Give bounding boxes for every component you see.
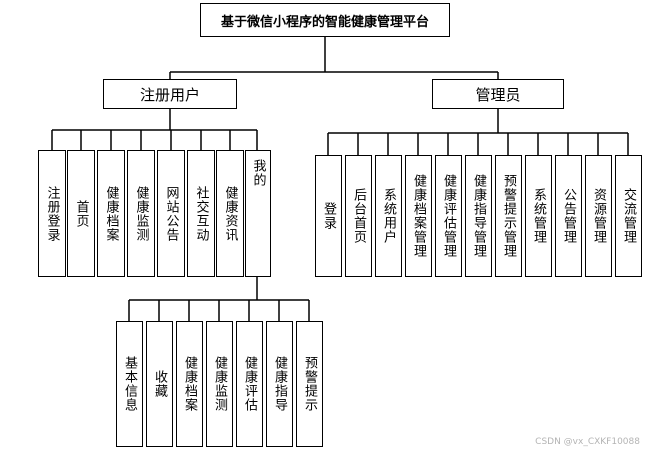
module-node: 健康档案 bbox=[97, 150, 125, 277]
root-title: 基于微信小程序的智能健康管理平台 bbox=[220, 14, 429, 30]
submodule-node: 健康档案 bbox=[176, 321, 203, 447]
module-node: 系统用户 bbox=[375, 155, 402, 277]
module-label: 首页 bbox=[73, 199, 89, 228]
module-node: 交流管理 bbox=[615, 155, 642, 277]
module-label: 预警提示管理 bbox=[501, 174, 516, 258]
module-label: 健康档案 bbox=[103, 185, 119, 242]
module-node: 公告管理 bbox=[555, 155, 582, 277]
module-label: 公告管理 bbox=[561, 188, 576, 244]
group-label: 管理员 bbox=[475, 85, 521, 104]
module-node: 登录 bbox=[315, 155, 342, 277]
module-label: 系统管理 bbox=[531, 188, 546, 244]
module-node: 健康指导管理 bbox=[465, 155, 492, 277]
module-label: 交流管理 bbox=[621, 188, 636, 244]
module-label: 注册登录 bbox=[44, 185, 60, 242]
submodule-node: 健康监测 bbox=[206, 321, 233, 447]
module-node: 我的 bbox=[245, 150, 271, 277]
group-node-admin: 管理员 bbox=[432, 79, 564, 109]
module-label: 我的 bbox=[250, 159, 266, 187]
submodule-node: 健康指导 bbox=[266, 321, 293, 447]
submodule-label: 健康评估 bbox=[242, 356, 257, 412]
submodule-label: 预警提示 bbox=[302, 356, 317, 412]
module-label: 健康评估管理 bbox=[441, 174, 456, 258]
module-node: 健康档案管理 bbox=[405, 155, 432, 277]
module-label: 健康资讯 bbox=[222, 185, 238, 242]
module-node: 预警提示管理 bbox=[495, 155, 522, 277]
watermark-text: CSDN @vx_CXKF10088 bbox=[535, 437, 640, 447]
module-label: 社交互动 bbox=[193, 185, 209, 242]
group-node-registered-user: 注册用户 bbox=[103, 79, 237, 109]
module-node: 注册登录 bbox=[38, 150, 66, 277]
module-label: 健康监测 bbox=[133, 185, 149, 242]
module-label: 系统用户 bbox=[381, 188, 396, 244]
module-label: 网站公告 bbox=[163, 185, 179, 242]
module-node: 健康监测 bbox=[127, 150, 155, 277]
group-label: 注册用户 bbox=[139, 85, 200, 104]
module-label: 健康档案管理 bbox=[411, 174, 426, 258]
module-label: 后台首页 bbox=[351, 188, 366, 244]
module-node: 首页 bbox=[67, 150, 95, 277]
module-node: 后台首页 bbox=[345, 155, 372, 277]
submodule-node: 收藏 bbox=[146, 321, 173, 447]
root-node: 基于微信小程序的智能健康管理平台 bbox=[200, 3, 450, 37]
module-label: 资源管理 bbox=[591, 188, 606, 244]
module-node: 健康资讯 bbox=[216, 150, 244, 277]
submodule-label: 收藏 bbox=[152, 370, 167, 398]
submodule-label: 健康监测 bbox=[212, 356, 227, 412]
module-node: 系统管理 bbox=[525, 155, 552, 277]
submodule-node: 预警提示 bbox=[296, 321, 323, 447]
module-node: 健康评估管理 bbox=[435, 155, 462, 277]
module-node: 社交互动 bbox=[187, 150, 215, 277]
submodule-node: 健康评估 bbox=[236, 321, 263, 447]
submodule-label: 基本信息 bbox=[122, 356, 137, 412]
submodule-node: 基本信息 bbox=[116, 321, 143, 447]
module-node: 网站公告 bbox=[157, 150, 185, 277]
submodule-label: 健康指导 bbox=[272, 356, 287, 412]
module-label: 健康指导管理 bbox=[471, 174, 486, 258]
submodule-label: 健康档案 bbox=[182, 356, 197, 412]
module-label: 登录 bbox=[321, 202, 336, 230]
module-node: 资源管理 bbox=[585, 155, 612, 277]
